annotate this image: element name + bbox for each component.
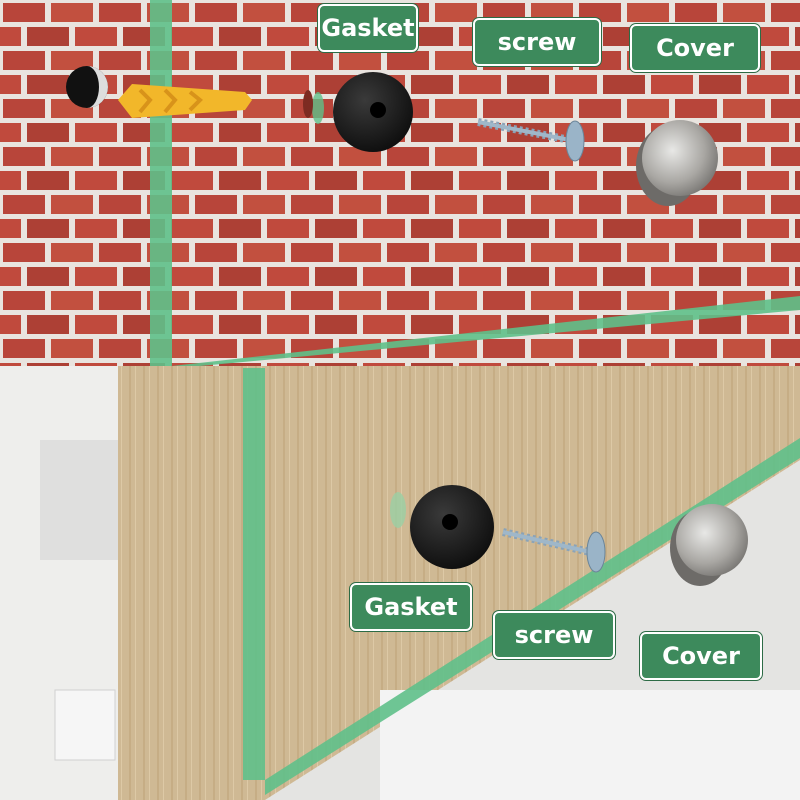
label-gasket-bottom: Gasket xyxy=(350,583,472,631)
label-gasket-top: Gasket xyxy=(318,4,418,52)
glass-edge-vertical xyxy=(150,0,172,366)
glass-edge-diagonal xyxy=(172,296,800,366)
label-cover-top: Cover xyxy=(630,24,760,72)
label-screw-bottom: screw xyxy=(493,611,615,659)
screw-icon xyxy=(477,118,585,162)
wall-anchor-icon xyxy=(118,84,252,118)
gasket-icon xyxy=(410,485,494,569)
label-cover-bottom: Cover xyxy=(640,632,762,680)
label-screw-top: screw xyxy=(473,18,601,66)
screw-icon xyxy=(502,528,606,573)
gasket-icon xyxy=(333,72,413,152)
cover-cap-icon xyxy=(636,120,718,206)
cover-cap-icon xyxy=(670,504,748,586)
glass-edge-vertical xyxy=(243,368,265,780)
